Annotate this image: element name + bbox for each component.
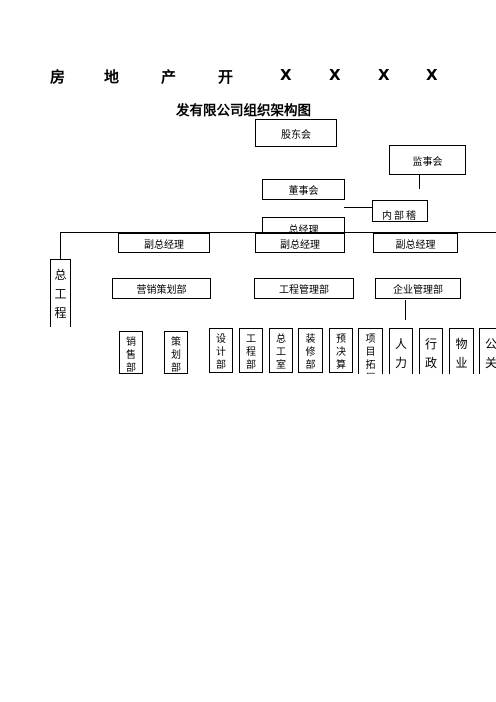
supervisors-box: 监事会	[389, 145, 466, 175]
enterprise-dept-label: 企业管理部	[393, 285, 443, 296]
sub-dept-label: 预决算部	[336, 334, 346, 371]
sub-dept-chief-office: 总工室	[269, 328, 293, 373]
sub-dept-label: 装修部	[305, 334, 316, 371]
sub-dept-design: 设计部	[209, 328, 233, 373]
sub-dept-budget: 预决算部	[329, 328, 353, 373]
sub-dept-label: 工程部	[246, 334, 256, 371]
shareholders-box: 股东会	[255, 119, 337, 147]
sub-dept-planning: 策划部	[164, 331, 188, 374]
title-char-1: 房	[50, 68, 66, 86]
audit-box: 内部稽	[372, 200, 428, 222]
sub-dept-sales: 销售部	[119, 331, 143, 374]
enterprise-connector	[405, 300, 406, 320]
sub-dept-pr: 公关部	[479, 328, 496, 374]
audit-label: 内部稽	[382, 211, 418, 222]
engineering-dept-box: 工程管理部	[254, 278, 354, 299]
sub-dept-label: 设计部	[216, 334, 226, 371]
engineering-dept-label: 工程管理部	[279, 285, 329, 296]
board-label: 董事会	[288, 186, 319, 197]
chief-engineer-connector	[60, 232, 61, 259]
vgm-box-1: 副总经理	[118, 233, 210, 253]
enterprise-dept-box: 企业管理部	[375, 278, 461, 299]
sub-dept-hr: 人力资	[389, 328, 413, 374]
title-char-2: 地	[104, 68, 120, 86]
sub-dept-engineering: 工程部	[239, 328, 263, 373]
chief-engineer-box: 总工程	[50, 259, 71, 327]
board-box: 董事会	[262, 179, 345, 200]
sub-dept-label: 公关部	[484, 337, 496, 370]
title-char-5: X	[280, 66, 292, 84]
vgm-box-3: 副总经理	[373, 233, 458, 253]
vgm-label-1: 副总经理	[144, 239, 184, 251]
sub-dept-label: 人力资	[394, 337, 407, 370]
audit-connector	[344, 207, 384, 208]
sub-dept-property: 物业户	[449, 328, 474, 374]
supervisors-label: 监事会	[412, 156, 443, 168]
gm-label: 总经理	[288, 225, 319, 232]
vgm-label-3: 副总经理	[395, 239, 436, 251]
gm-box: 总经理	[262, 217, 345, 232]
sub-dept-decoration: 装修部	[298, 328, 323, 373]
vgm-label-2: 副总经理	[280, 239, 320, 251]
shareholders-label: 股东会	[281, 130, 311, 141]
sub-dept-label: 总工室	[276, 334, 286, 371]
title-char-7: X	[378, 66, 390, 84]
chart-subtitle: 发有限公司组织架构图	[176, 103, 311, 119]
marketing-dept-label: 营销策划部	[136, 285, 187, 296]
sub-dept-project-expansion: 项目拓展部	[358, 328, 383, 374]
marketing-dept-box: 营销策划部	[112, 278, 211, 299]
supervisors-connector	[419, 175, 420, 189]
sub-dept-label: 行政部	[424, 337, 437, 370]
sub-dept-label: 销售部	[126, 337, 136, 374]
title-char-3: 产	[161, 68, 177, 86]
title-char-6: X	[329, 66, 341, 84]
main-horizontal-line	[60, 232, 496, 233]
sub-dept-admin: 行政部	[419, 328, 443, 374]
title-char-4: 开	[218, 68, 234, 86]
title-char-8: X	[426, 66, 438, 84]
sub-dept-label: 策划部	[171, 337, 181, 374]
vgm-box-2: 副总经理	[255, 233, 345, 253]
chief-engineer-label: 总工程	[54, 268, 67, 320]
sub-dept-label: 物业户	[455, 337, 468, 370]
sub-dept-label: 项目拓展部	[365, 334, 376, 374]
